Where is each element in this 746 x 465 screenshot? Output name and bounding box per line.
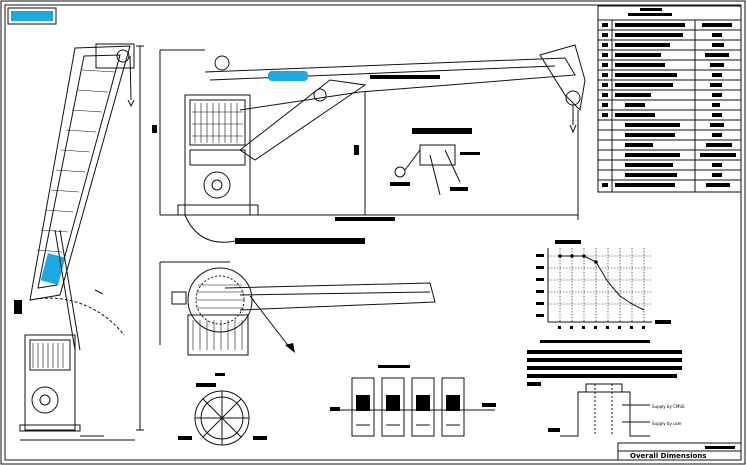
legend-supply-user: Supply by user: [652, 421, 682, 426]
title-block: Overall Dimensions: [617, 442, 742, 461]
side-view-crane: [14, 43, 144, 441]
logo-stamp: [7, 7, 57, 25]
note-block: [527, 350, 682, 386]
bearing-section: [178, 383, 267, 446]
legend-supply-cmue: Supply by CMUE: [652, 404, 685, 409]
load-chart-title-bar: [555, 240, 581, 244]
boom-highlight: [40, 253, 66, 285]
main-boom-highlight: [268, 71, 308, 81]
load-chart: [536, 240, 671, 343]
supply-sketch: Supply by CMUE Supply by user: [548, 383, 685, 437]
spec-table: [597, 5, 742, 193]
load-curve: [560, 255, 645, 311]
title-block-caption: Overall Dimensions: [630, 452, 706, 460]
bolt-detail-4: [441, 377, 465, 437]
plan-view: [159, 261, 436, 376]
bolt-detail-2: [381, 377, 405, 437]
elevation-view: [152, 44, 586, 244]
inner-frame: [4, 4, 742, 461]
bolt-details: [330, 365, 496, 437]
bolt-detail-1: [351, 377, 375, 437]
bolt-detail-3: [411, 377, 435, 437]
